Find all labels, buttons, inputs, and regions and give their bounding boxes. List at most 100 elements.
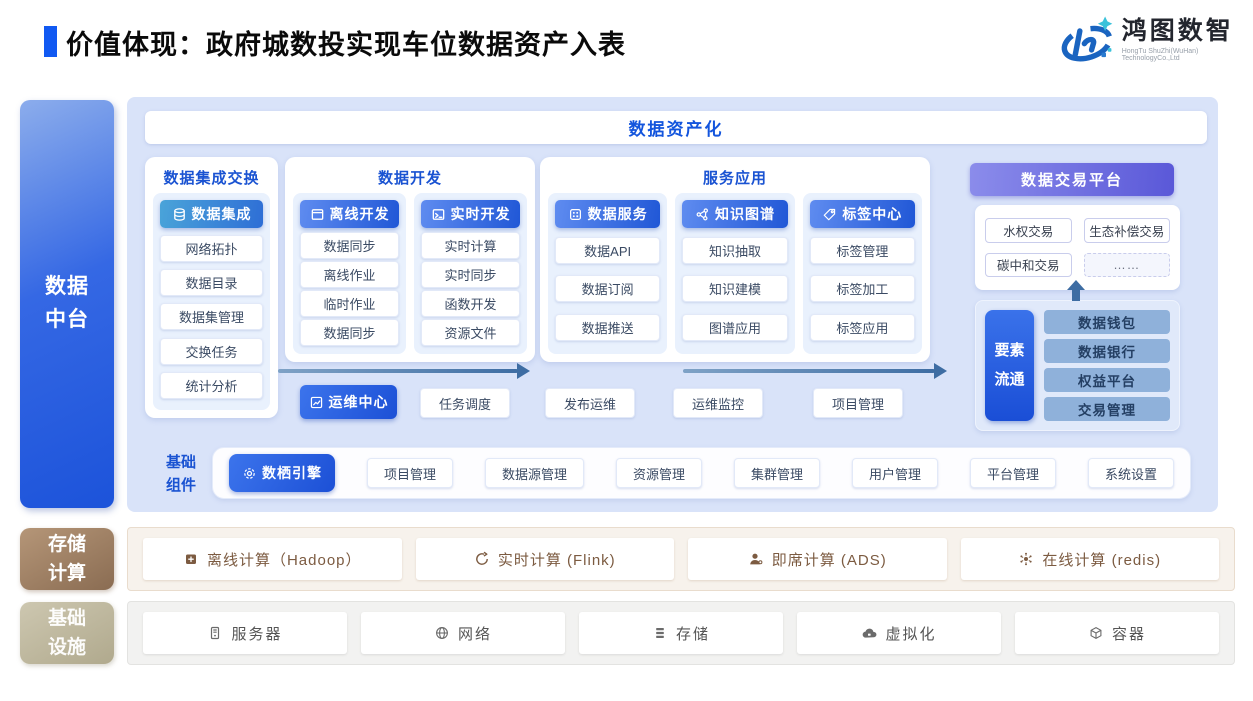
list-item: 数据同步 (300, 319, 399, 346)
list-item: 数据目录 (160, 269, 263, 297)
base-components-box: 数栖引擎 项目管理 数据源管理 资源管理 集群管理 用户管理 平台管理 系统设置 (212, 447, 1191, 499)
card-label: 在线计算 (redis) (1042, 551, 1162, 569)
list-item: 函数开发 (421, 290, 520, 317)
storage-compute-band: 离线计算（Hadoop） 实时计算 (Flink) 即席计算 (ADS) (127, 527, 1235, 591)
offline-dev-group: 离线开发 数据同步 离线作业 临时作业 数据同步 (293, 193, 406, 354)
list-item: 实时计算 (421, 232, 520, 259)
container-card: 容器 (1015, 612, 1219, 654)
list-item: 用户管理 (851, 458, 938, 488)
sidebar-label: 基础设施 (47, 607, 86, 658)
adhoc-compute-card: 即席计算 (ADS) (688, 538, 947, 580)
list-item: 临时作业 (300, 290, 399, 317)
realtime-compute-card: 实时计算 (Flink) (415, 538, 674, 580)
offline-compute-card: 离线计算（Hadoop） (143, 538, 402, 580)
list-item: 交换任务 (160, 337, 263, 365)
list-item: 资源文件 (421, 319, 520, 346)
online-compute-card: 在线计算 (redis) (960, 538, 1219, 580)
list-item: 数据银行 (1044, 339, 1170, 363)
list-item: 系统设置 (1087, 458, 1174, 488)
sidebar-label: 数据中台 (44, 275, 89, 331)
knowledge-graph-header-button: 知识图谱 (682, 200, 788, 228)
cloud-icon (863, 628, 877, 638)
header-label: 数据集成 (191, 206, 252, 222)
list-item: 标签加工 (809, 275, 915, 303)
sidebar-label: 存储计算 (47, 533, 86, 584)
window-icon (311, 208, 323, 220)
stack-icon (656, 628, 664, 638)
logo-mark-icon (1061, 16, 1113, 62)
list-item: 资源管理 (615, 458, 702, 488)
realtime-dev-header-button: 实时开发 (421, 200, 520, 228)
server-card: 服务器 (143, 612, 347, 654)
list-item: 网络拓扑 (160, 234, 263, 262)
page-title: 价值体现：政府城数投实现车位数据资产入表 (66, 30, 626, 60)
globe-icon (436, 627, 448, 639)
circulation-label-button: 要素流通 (985, 310, 1034, 421)
person-icon (749, 553, 763, 565)
title-accent-bar (44, 26, 57, 57)
header-label: 离线开发 (329, 206, 390, 222)
card-label: 虚拟化 (885, 625, 937, 643)
list-item: 项目管理 (366, 458, 453, 488)
column-title: 服务应用 (702, 169, 767, 187)
development-column: 数据开发 离线开发 数据同步 离线作业 临时作业 数据同步 (285, 157, 535, 362)
hadoop-db-icon (185, 554, 196, 564)
terminal-icon (432, 208, 444, 220)
list-item: 集群管理 (733, 458, 820, 488)
infrastructure-band: 服务器 网络 存储 虚拟化 容器 (127, 601, 1235, 665)
trading-card: 水权交易 生态补偿交易 碳中和交易 …… (975, 205, 1180, 290)
realtime-dev-group: 实时开发 实时计算 实时同步 函数开发 资源文件 (414, 193, 527, 354)
integration-column: 数据集成交换 数据集成 网络拓扑 数据目录 数据集管理 交换任务 统计分析 (145, 157, 278, 418)
gear-icon (244, 467, 255, 479)
list-item: 发布运维 (545, 388, 635, 418)
list-item: 图谱应用 (682, 314, 788, 342)
list-item: 标签应用 (809, 314, 915, 342)
list-item: 生态补偿交易 (1083, 218, 1170, 243)
list-item: 知识建模 (682, 275, 788, 303)
card-label: 存储 (675, 625, 710, 643)
column-title: 数据开发 (377, 169, 442, 187)
list-item-more: …… (1083, 252, 1170, 277)
data-service-group: 数据服务 数据API 数据订阅 数据推送 (548, 193, 668, 354)
card-label: 离线计算（Hadoop） (206, 551, 362, 569)
header-label: 数据服务 (587, 206, 648, 222)
card-label: 服务器 (231, 625, 283, 643)
sync-icon (475, 551, 488, 565)
column-title: 数据集成交换 (163, 169, 260, 187)
storage-card: 存储 (579, 612, 783, 654)
assetization-banner: 数据资产化 (145, 111, 1207, 144)
list-item: 项目管理 (813, 388, 903, 418)
engine-button: 数栖引擎 (229, 454, 335, 492)
network-card: 网络 (361, 612, 565, 654)
cluster-icon (1020, 552, 1033, 566)
list-item: 水权交易 (985, 218, 1072, 243)
ops-center-button: 运维中心 (300, 385, 397, 419)
list-item: 标签管理 (809, 236, 915, 264)
list-item: 数据推送 (555, 314, 661, 342)
chart-icon (310, 396, 322, 408)
base-components-label: 基础组件 (151, 452, 211, 497)
integration-group: 数据集成 网络拓扑 数据目录 数据集管理 交换任务 统计分析 (153, 193, 270, 410)
logo-name: 鸿图数智 (1121, 17, 1234, 46)
trading-platform-header: 数据交易平台 (970, 163, 1174, 196)
list-item: 离线作业 (300, 261, 399, 288)
list-item: 碳中和交易 (985, 252, 1072, 277)
logo-text: 鸿图数智 HongTu ShuZhi(WuHan) TechnologyCo.,… (1122, 18, 1253, 62)
circulation-label: 要素流通 (994, 342, 1025, 388)
sidebar-storage-compute: 存储计算 (20, 528, 114, 590)
flow-arrow-right (683, 363, 947, 379)
tag-center-group: 标签中心 标签管理 标签加工 标签应用 (802, 193, 922, 354)
card-label: 容器 (1111, 625, 1146, 643)
list-item: 统计分析 (160, 372, 263, 400)
sidebar-infrastructure: 基础设施 (20, 602, 114, 664)
database-icon (173, 207, 185, 221)
list-item: 权益平台 (1044, 368, 1170, 392)
list-item: 数据集管理 (160, 303, 263, 331)
card-label: 网络 (457, 625, 492, 643)
header-label: 知识图谱 (714, 206, 775, 222)
data-platform-panel: 数据资产化 数据集成交换 数据集成 网络拓扑 数据目录 数据集管理 (127, 97, 1218, 512)
cube-icon (1090, 626, 1102, 640)
ops-label: 运维中心 (328, 394, 389, 410)
flow-arrow-left (278, 363, 530, 379)
